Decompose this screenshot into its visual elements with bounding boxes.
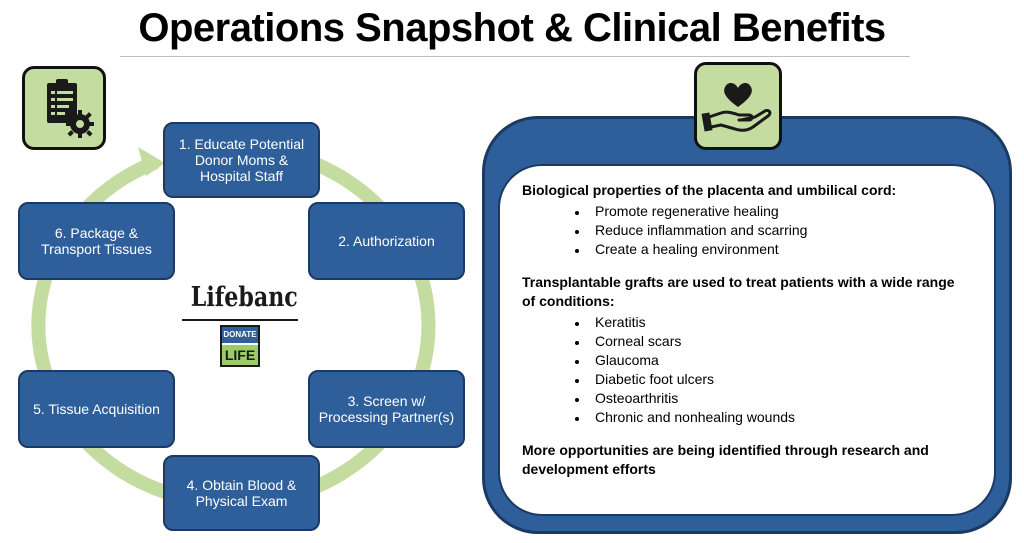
- logo-underline: [182, 319, 298, 321]
- section1-heading: Biological properties of the placenta an…: [522, 182, 897, 198]
- badge-top-text: DONATE: [222, 327, 258, 343]
- heart-in-hand-icon: [694, 62, 782, 150]
- list-item: Keratitis: [589, 313, 962, 332]
- step-4-blood-exam: 4. Obtain Blood & Physical Exam: [163, 455, 320, 531]
- section2-list: Keratitis Corneal scars Glaucoma Diabeti…: [522, 313, 962, 427]
- list-item: Create a healing environment: [589, 240, 962, 259]
- list-item: Reduce inflammation and scarring: [589, 221, 962, 240]
- section2-heading: Transplantable grafts are used to treat …: [522, 274, 955, 309]
- step-1-educate: 1. Educate Potential Donor Moms & Hospit…: [163, 122, 320, 198]
- step-3-screen: 3. Screen w/ Processing Partner(s): [308, 370, 465, 448]
- lifebanc-wordmark: Lifebanc: [190, 282, 298, 313]
- title-divider: [120, 56, 910, 57]
- section1-list: Promote regenerative healing Reduce infl…: [522, 202, 962, 259]
- list-item: Diabetic foot ulcers: [589, 370, 962, 389]
- lifebanc-logo: Lifebanc DONATE LIFE: [180, 282, 300, 372]
- clipboard-gear-icon: [22, 66, 106, 150]
- page-title: Operations Snapshot & Clinical Benefits: [138, 6, 886, 50]
- benefits-panel: [498, 164, 996, 516]
- step-2-authorization: 2. Authorization: [308, 202, 465, 280]
- cycle-arrowhead-icon: [138, 147, 165, 176]
- step-6-package-transport: 6. Package & Transport Tissues: [18, 202, 175, 280]
- donate-life-badge: DONATE LIFE: [220, 325, 260, 367]
- list-item: Chronic and nonhealing wounds: [589, 408, 962, 427]
- closing-statement: More opportunities are being identified …: [522, 442, 929, 477]
- list-item: Corneal scars: [589, 332, 962, 351]
- benefits-text: Biological properties of the placenta an…: [522, 181, 962, 479]
- list-item: Promote regenerative healing: [589, 202, 962, 221]
- list-item: Glaucoma: [589, 351, 962, 370]
- badge-bottom-text: LIFE: [222, 345, 258, 365]
- step-5-tissue-acquisition: 5. Tissue Acquisition: [18, 370, 175, 448]
- list-item: Osteoarthritis: [589, 389, 962, 408]
